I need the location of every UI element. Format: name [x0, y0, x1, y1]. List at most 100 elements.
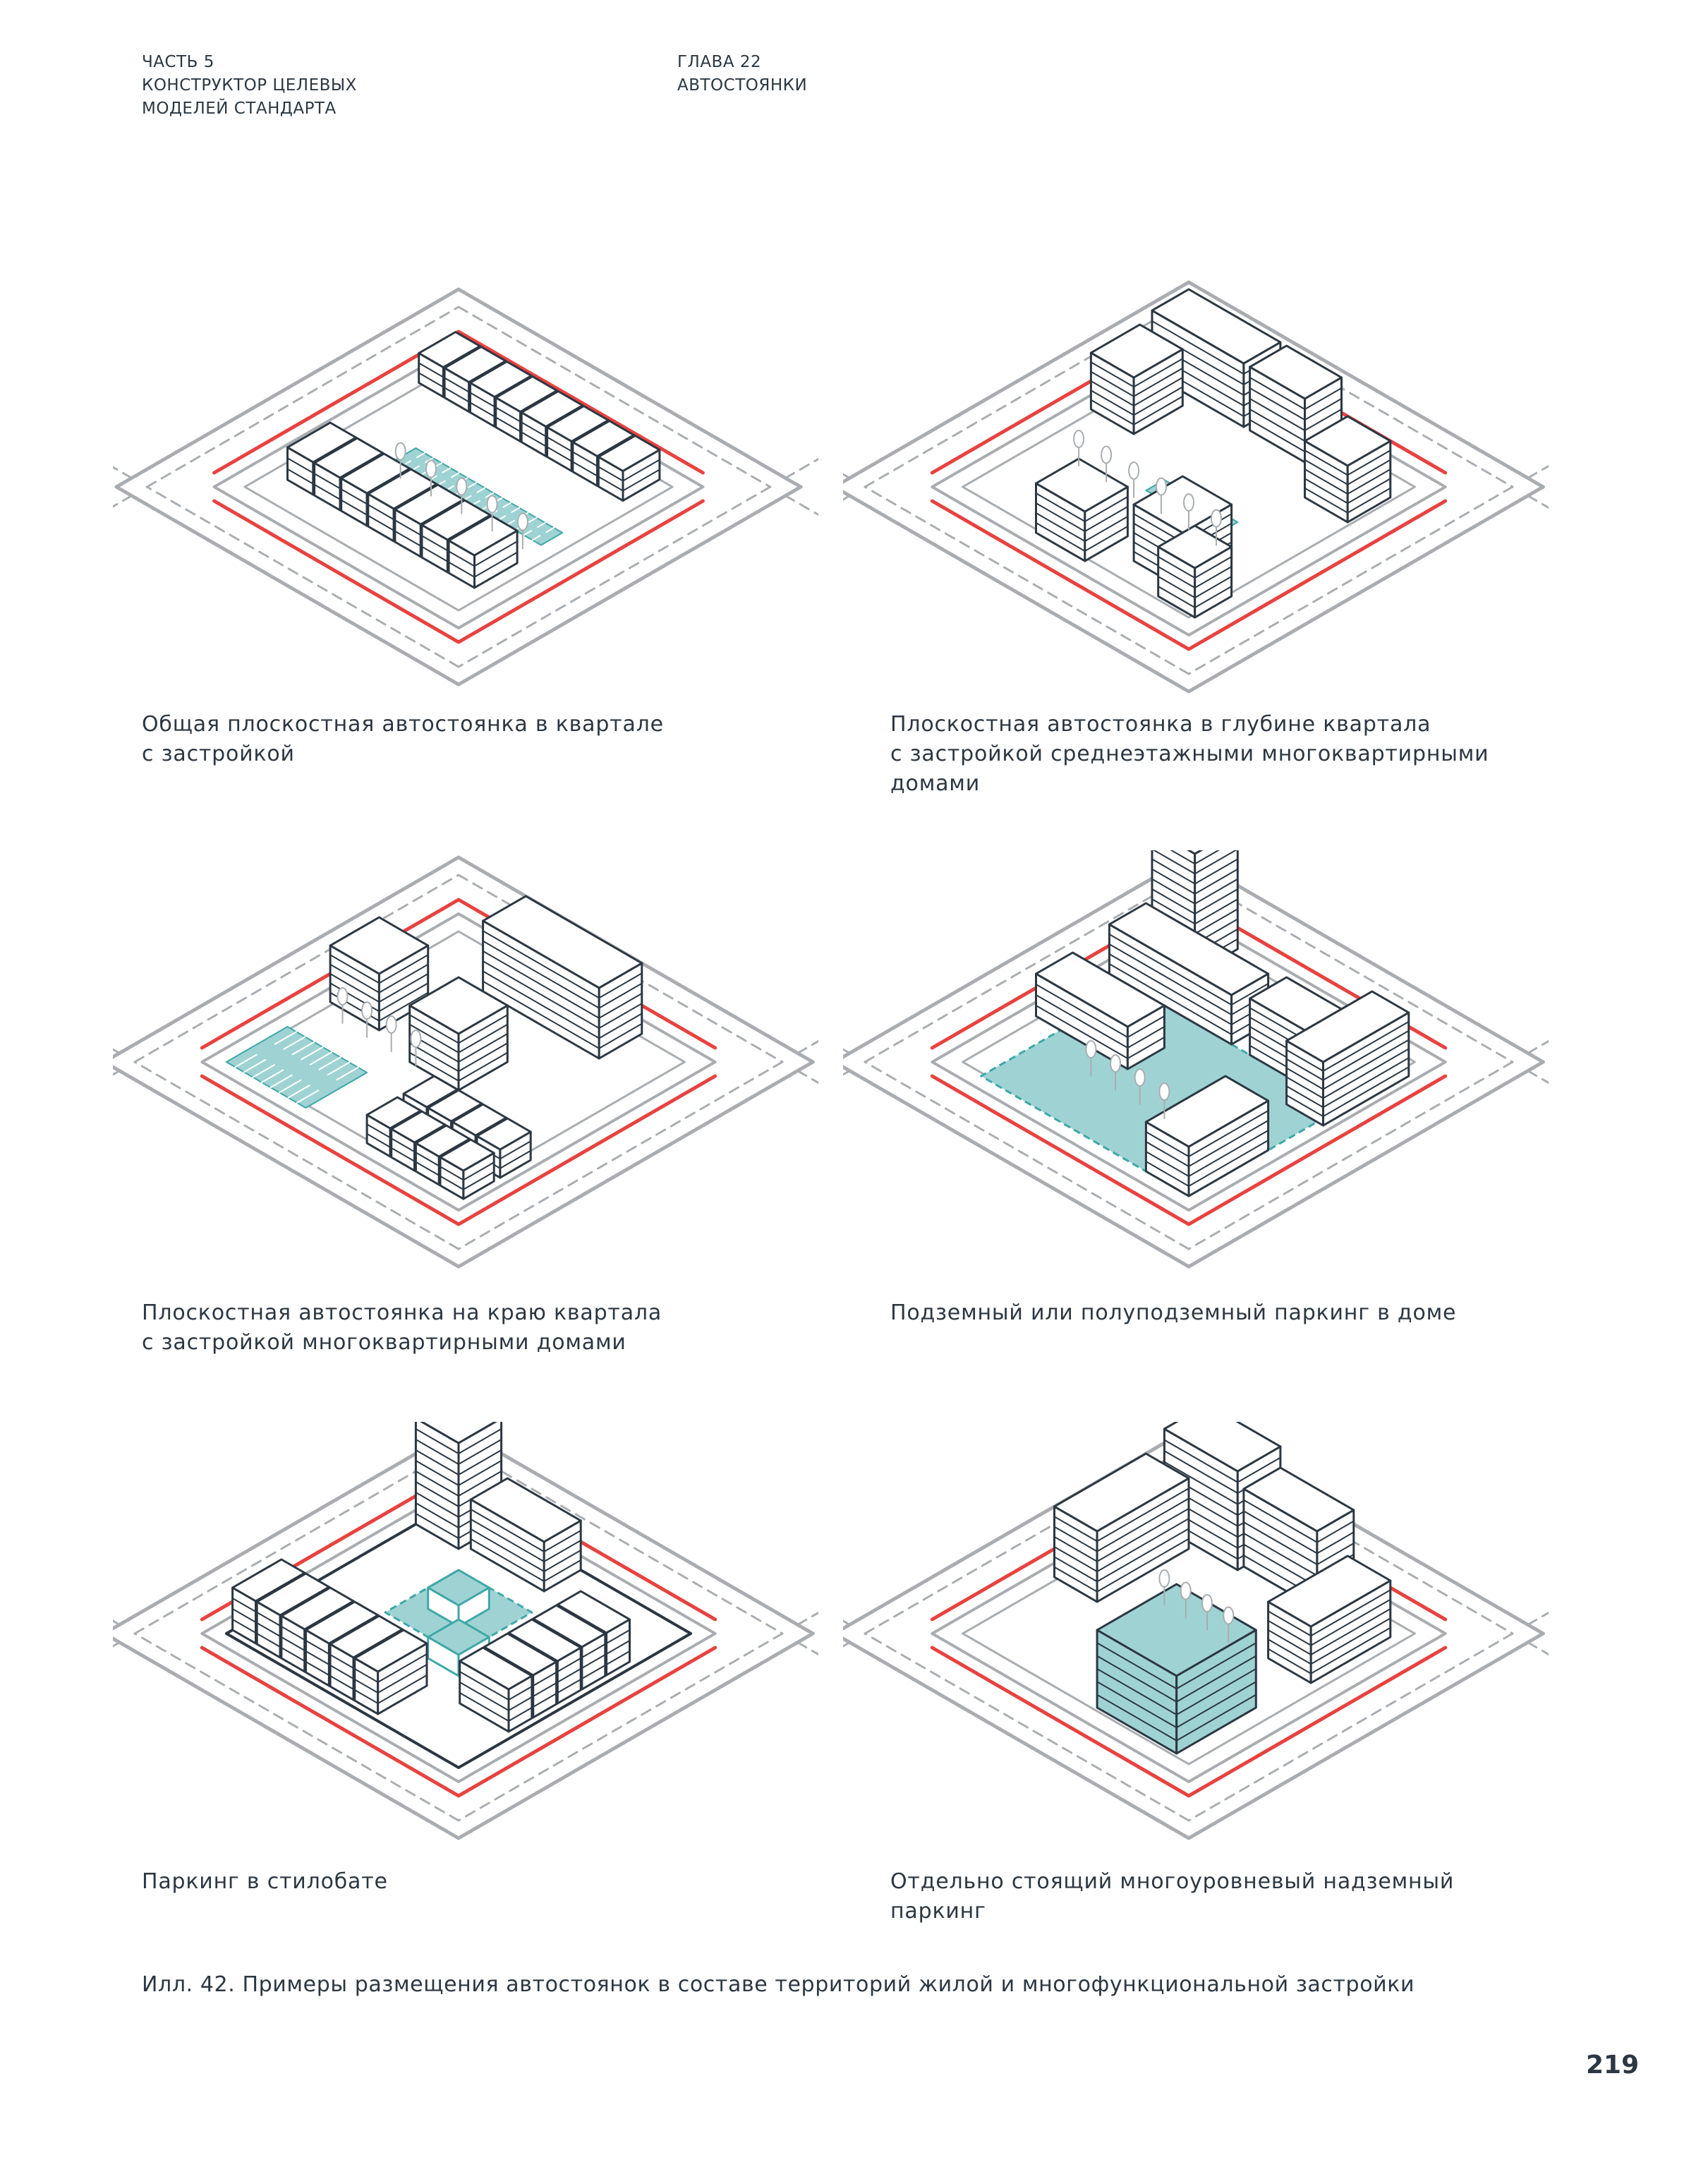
floor-line — [1053, 1538, 1189, 1593]
floor-line — [353, 1664, 428, 1694]
floor-line — [1145, 1140, 1269, 1187]
caption-line: Плоскостная автостоянка в глубине кварта… — [890, 712, 1431, 737]
floor-line — [408, 1042, 509, 1073]
floor-line — [1304, 478, 1391, 505]
road-edge — [843, 280, 1191, 484]
tree-icon — [1201, 1594, 1213, 1612]
road-centerline — [843, 495, 851, 501]
road-centerline — [1527, 464, 1549, 479]
floor-line — [1249, 377, 1343, 410]
floor-line — [1242, 1510, 1355, 1555]
floor-line — [1285, 1048, 1410, 1099]
floor-line — [408, 1051, 509, 1082]
floor-line — [1157, 566, 1232, 588]
parking-stall-line — [269, 1074, 293, 1089]
road-centerline — [133, 1061, 460, 1250]
road-centerline — [457, 1632, 784, 1822]
road-centerline — [113, 1070, 121, 1076]
road-centerline — [1527, 1039, 1549, 1054]
building-roof — [1089, 323, 1184, 379]
building-roof — [1035, 457, 1129, 513]
parking-stall-line — [511, 507, 521, 513]
tree-icon — [1158, 1569, 1170, 1588]
diagram-3-caption: Плоскостная автостоянка на краю квартала… — [142, 1298, 662, 1358]
floor-line — [598, 469, 660, 492]
road-edge — [456, 1060, 815, 1269]
floor-line — [1242, 1521, 1355, 1566]
road-edge — [843, 490, 1191, 694]
floor-line — [1285, 1057, 1410, 1109]
building-roof — [255, 1572, 330, 1617]
floor-line — [408, 1033, 509, 1063]
parking-stall-line — [336, 1066, 359, 1081]
floor-line — [1035, 502, 1129, 532]
floor-line — [1035, 994, 1165, 1049]
diagram-1-illustration — [113, 287, 818, 687]
floor-line — [1151, 888, 1239, 915]
header-part-line: КОНСТРУКТОР ЦЕЛЕВЫХ — [142, 76, 357, 95]
road-centerline — [843, 1641, 851, 1648]
diagram-2-illustration — [843, 280, 1549, 694]
floor-line — [1090, 386, 1184, 416]
road-centerline — [1527, 1070, 1549, 1085]
red-line-boundary — [930, 1646, 1448, 1798]
caption-line: с застройкой среднеэтажными многоквартир… — [890, 742, 1489, 766]
building-roof — [1187, 850, 1204, 855]
header-chapter-line: АВТОСТОЯНКИ — [677, 76, 808, 95]
floor-line — [1285, 1039, 1410, 1090]
building-roof — [476, 1117, 532, 1151]
road-centerline — [797, 1070, 818, 1085]
building-roof — [1053, 1452, 1190, 1533]
building-roof — [414, 1124, 471, 1158]
floor-line — [1096, 1694, 1257, 1742]
building-roof — [1304, 415, 1392, 467]
road-centerline — [133, 1632, 460, 1822]
road-centerline — [864, 1632, 1190, 1822]
floor-line — [470, 1509, 582, 1552]
tree-icon — [516, 512, 528, 531]
tree-icon — [385, 1015, 397, 1034]
building-roof — [329, 1614, 404, 1659]
floor-line — [470, 1519, 582, 1562]
road-centerline — [457, 306, 772, 488]
caption-line: Подземный или полуподземный паркинг в до… — [890, 1300, 1457, 1325]
floor-line — [1035, 984, 1165, 1038]
road-centerline — [113, 1641, 121, 1648]
floor-line — [1157, 576, 1232, 598]
parking-stall-line — [274, 1031, 297, 1045]
building-roof — [420, 499, 492, 541]
floor-line — [1035, 522, 1129, 552]
parking-stall-line — [296, 1089, 320, 1104]
building-roof — [402, 1075, 459, 1109]
floor-line — [1304, 487, 1391, 514]
tree-icon — [1211, 509, 1222, 528]
building-roof — [1035, 951, 1165, 1028]
tree-icon — [1156, 477, 1167, 496]
diagram-5-caption: Паркинг в стилобате — [142, 1867, 388, 1897]
building-roof — [469, 1477, 582, 1543]
parking-stall-line — [485, 492, 495, 498]
road-centerline — [1187, 1632, 1514, 1822]
floor-line — [1285, 1020, 1410, 1072]
road-centerline — [1187, 298, 1514, 488]
road-edge — [113, 1065, 461, 1269]
parking-stall-line — [252, 1064, 275, 1078]
parking-stall-line — [327, 1061, 351, 1076]
floor-line — [482, 940, 643, 1009]
floor-line — [1151, 878, 1239, 905]
header-part-line: МОДЕЛЕЙ СТАНДАРТА — [142, 99, 337, 118]
building-roof — [408, 976, 509, 1035]
floor-line — [482, 930, 643, 999]
building-roof — [1163, 1422, 1282, 1473]
diagram-6-caption: Отдельно стоящий многоуровневый надземны… — [890, 1867, 1454, 1926]
building-roof — [546, 405, 610, 442]
tree-icon — [1134, 1068, 1146, 1087]
building-roof — [1285, 990, 1410, 1063]
tree-icon — [1180, 1581, 1192, 1600]
floor-line — [415, 1471, 502, 1497]
parking-stall-line — [243, 1058, 267, 1073]
road-edge — [456, 485, 803, 687]
floor-line — [1090, 395, 1184, 425]
tree-icon — [410, 1030, 422, 1048]
floor-line — [1145, 1130, 1269, 1177]
